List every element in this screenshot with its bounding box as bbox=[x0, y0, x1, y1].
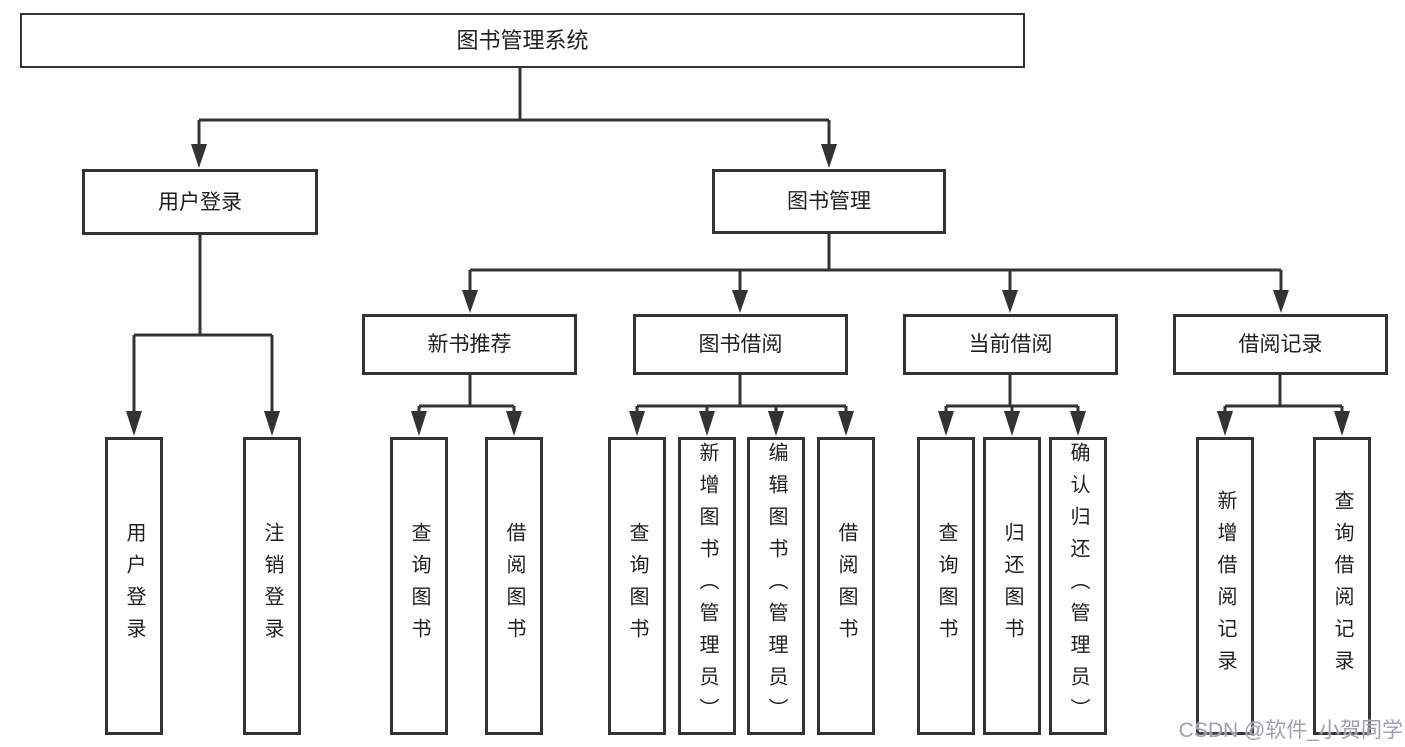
leaf-add-borrow-record: 新增借阅记录 bbox=[1196, 437, 1254, 735]
arrowheads bbox=[126, 144, 1350, 436]
node-user-login: 用户登录 bbox=[82, 169, 318, 235]
leaf-user-login: 用户登录 bbox=[105, 437, 163, 735]
leaf-label: 查询借阅记录 bbox=[1331, 490, 1353, 682]
leaf-query-book-current: 查询图书 bbox=[917, 437, 975, 735]
node-label: 用户登录 bbox=[158, 190, 242, 214]
leaf-label: 新增图书（管理员） bbox=[696, 442, 718, 730]
leaf-label: 借阅图书 bbox=[503, 522, 525, 650]
leaf-label: 查询图书 bbox=[408, 522, 430, 650]
node-label: 新书推荐 bbox=[427, 333, 512, 356]
node-library-system: 图书管理系统 bbox=[20, 13, 1025, 68]
node-new-book-recommendation: 新书推荐 bbox=[362, 314, 577, 375]
leaf-query-borrow-record: 查询借阅记录 bbox=[1313, 437, 1371, 735]
leaf-label: 新增借阅记录 bbox=[1214, 490, 1236, 682]
leaf-label: 编辑图书（管理员） bbox=[765, 442, 787, 730]
node-label: 图书管理 bbox=[787, 190, 871, 213]
node-borrowing-records: 借阅记录 bbox=[1173, 314, 1388, 375]
leaf-label: 确认归还（管理员） bbox=[1067, 442, 1089, 730]
leaf-label: 归还图书 bbox=[1001, 522, 1023, 650]
leaf-add-book-admin: 新增图书（管理员） bbox=[678, 437, 736, 735]
leaf-borrow-book-recommend: 借阅图书 bbox=[485, 437, 543, 735]
leaf-query-book-recommend: 查询图书 bbox=[390, 437, 448, 735]
node-label: 借阅记录 bbox=[1238, 333, 1323, 356]
leaf-logout: 注销登录 bbox=[243, 437, 301, 735]
leaf-edit-book-admin: 编辑图书（管理员） bbox=[747, 437, 805, 735]
leaf-label: 查询图书 bbox=[626, 522, 648, 650]
node-book-management: 图书管理 bbox=[712, 169, 946, 234]
leaf-label: 借阅图书 bbox=[835, 522, 857, 650]
node-current-borrowing: 当前借阅 bbox=[903, 314, 1118, 375]
node-label: 图书管理系统 bbox=[456, 27, 589, 53]
node-book-borrowing: 图书借阅 bbox=[633, 314, 848, 375]
leaf-label: 查询图书 bbox=[935, 522, 957, 650]
leaf-label: 用户登录 bbox=[123, 522, 145, 650]
node-label: 图书借阅 bbox=[698, 333, 783, 356]
leaf-return-book: 归还图书 bbox=[983, 437, 1041, 735]
leaf-label: 注销登录 bbox=[261, 522, 283, 650]
csdn-watermark: CSDN @软件_小贺同学 bbox=[1178, 719, 1403, 742]
leaf-borrow-book-borrowing: 借阅图书 bbox=[817, 437, 875, 735]
node-label: 当前借阅 bbox=[968, 333, 1053, 356]
leaf-confirm-return-admin: 确认归还（管理员） bbox=[1049, 437, 1107, 735]
leaf-query-book-borrowing: 查询图书 bbox=[608, 437, 666, 735]
